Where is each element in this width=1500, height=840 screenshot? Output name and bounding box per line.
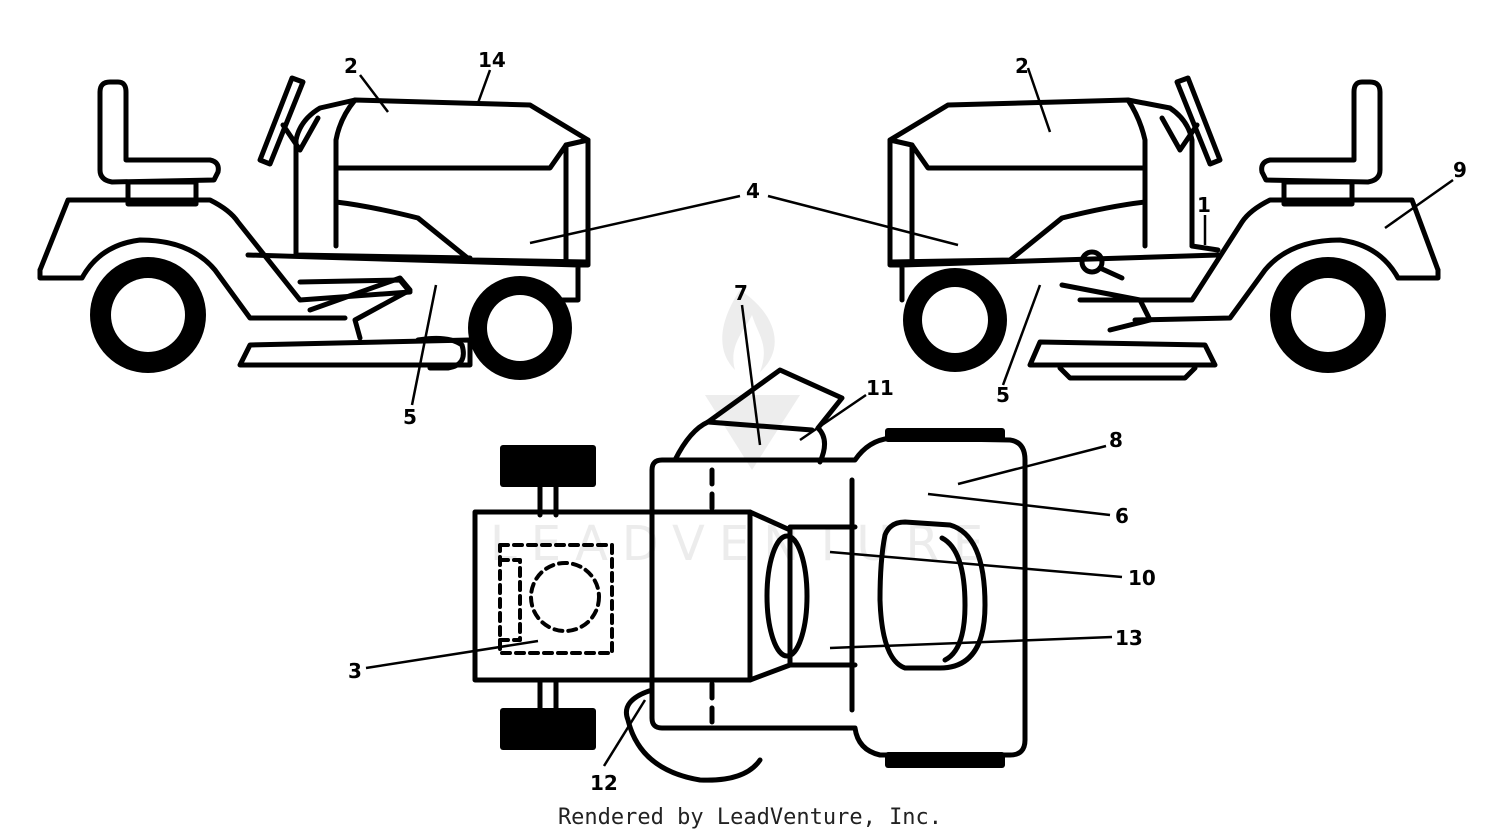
left-tractor-wheels — [90, 257, 572, 380]
callout-14: 14 — [478, 48, 506, 72]
callout-7: 7 — [734, 281, 748, 305]
callout-9: 9 — [1453, 158, 1467, 182]
callout-2-right: 2 — [1015, 54, 1029, 78]
callout-11: 11 — [866, 376, 894, 400]
callout-1: 1 — [1197, 193, 1211, 217]
callout-10: 10 — [1128, 566, 1156, 590]
right-tractor-wheels — [903, 257, 1386, 373]
watermark-logo — [705, 290, 800, 470]
top-view-tires — [500, 428, 1005, 768]
callout-12: 12 — [590, 771, 618, 795]
right-tractor-side-view — [887, 75, 1441, 381]
footer-credit: Rendered by LeadVenture, Inc. — [557, 805, 943, 830]
top-view-tractor — [472, 367, 1028, 783]
callout-4: 4 — [746, 179, 760, 203]
callout-8: 8 — [1109, 428, 1123, 452]
left-tractor-side-view — [37, 75, 591, 371]
callout-5-right: 5 — [996, 383, 1010, 407]
callout-5-left: 5 — [403, 405, 417, 429]
callout-6: 6 — [1115, 504, 1129, 528]
callout-3: 3 — [348, 659, 362, 683]
callout-2-left: 2 — [344, 54, 358, 78]
callout-13: 13 — [1115, 626, 1143, 650]
leader-lines — [359, 67, 1454, 767]
